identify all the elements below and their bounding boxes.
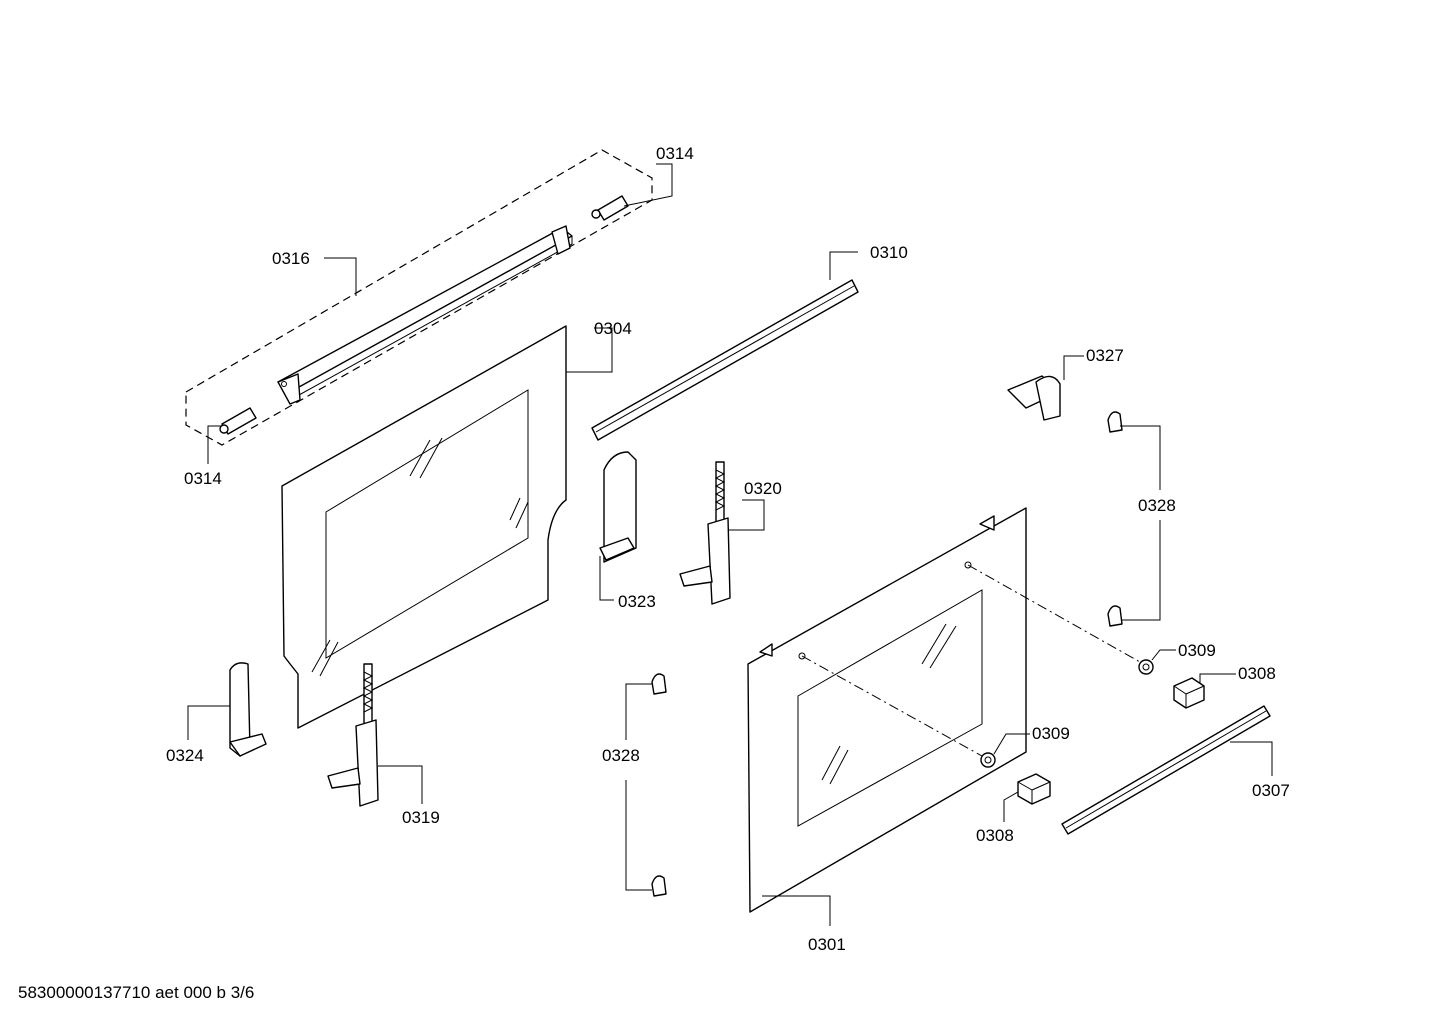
label-0314-top: 0314 — [656, 144, 694, 163]
align-line-bottom — [801, 655, 983, 757]
part-0314-pin-top — [591, 195, 629, 221]
part-0328-clip-left-bottom — [651, 875, 667, 897]
label-0309-mid: 0309 — [1032, 724, 1070, 743]
label-0301: 0301 — [808, 935, 846, 954]
label-0319: 0319 — [402, 808, 440, 827]
label-0327: 0327 — [1086, 346, 1124, 365]
label-0307: 0307 — [1252, 781, 1290, 800]
part-0328-clip-right-top — [1107, 411, 1123, 433]
part-0307-strip — [1061, 705, 1271, 835]
label-0316: 0316 — [272, 249, 310, 268]
document-footer: 58300000137710 aet 000 b 3/6 — [18, 983, 254, 1002]
part-0328-clip-right-bottom — [1107, 605, 1123, 627]
label-0320: 0320 — [744, 479, 782, 498]
part-0324-bracket — [229, 662, 267, 757]
part-0308-block-right — [1173, 677, 1205, 709]
part-0319-hinge — [327, 663, 379, 807]
part-0301-outer-door — [747, 507, 1027, 913]
part-0323-bracket — [599, 451, 637, 563]
leader-lines — [187, 163, 1273, 926]
handle-group-outline — [185, 149, 653, 446]
part-0309-bumper-mid — [980, 752, 996, 768]
part-0327-latch — [1007, 375, 1061, 421]
part-0304-inner-glass — [281, 325, 567, 729]
part-0320-hinge — [679, 461, 731, 605]
label-0304: 0304 — [594, 319, 632, 338]
label-0308-right: 0308 — [1238, 664, 1276, 683]
label-0328-right: 0328 — [1138, 496, 1176, 515]
label-0310: 0310 — [870, 243, 908, 262]
align-line-top — [967, 564, 1141, 663]
part-0309-bumper-right — [1138, 659, 1154, 675]
label-0323: 0323 — [618, 592, 656, 611]
label-0309-right: 0309 — [1178, 641, 1216, 660]
part-0314-pin-bottom — [219, 407, 257, 435]
label-0314-bottom: 0314 — [184, 469, 222, 488]
part-0316-handle — [277, 225, 573, 405]
label-0328-left: 0328 — [602, 746, 640, 765]
label-0308-mid: 0308 — [976, 826, 1014, 845]
part-0308-block-mid — [1017, 773, 1051, 805]
part-0310-strip — [591, 279, 859, 441]
part-0328-clip-left-top — [651, 673, 667, 695]
label-0324: 0324 — [166, 746, 204, 765]
